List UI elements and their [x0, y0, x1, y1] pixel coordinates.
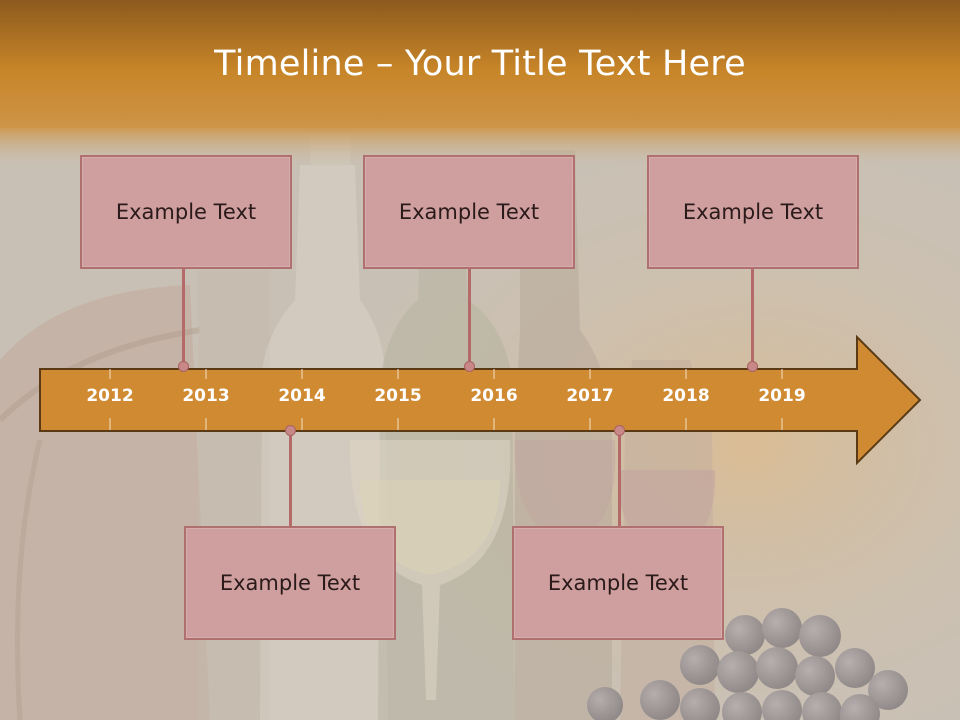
connector-dot: [178, 361, 189, 372]
connector-stem: [618, 430, 621, 528]
year-label: 2016: [470, 386, 518, 406]
event-label: Example Text: [682, 200, 824, 224]
event-box-top-1[interactable]: Example Text: [80, 155, 292, 269]
connector-dot: [614, 425, 625, 436]
event-box-bottom-2[interactable]: Example Text: [512, 526, 724, 640]
year-label: 2017: [566, 386, 614, 406]
connector-dot: [285, 425, 296, 436]
connector-dot: [464, 361, 475, 372]
year-label: 2015: [374, 386, 422, 406]
event-label: Example Text: [398, 200, 540, 224]
event-label: Example Text: [219, 571, 361, 595]
connector-dot: [747, 361, 758, 372]
connector-stem: [182, 268, 185, 366]
event-box-bottom-1[interactable]: Example Text: [184, 526, 396, 640]
year-label: 2014: [278, 386, 326, 406]
year-ticks: [109, 369, 783, 430]
year-label: 2019: [758, 386, 806, 406]
connector-stem: [289, 430, 292, 528]
event-box-top-3[interactable]: Example Text: [647, 155, 859, 269]
year-label: 2013: [182, 386, 230, 406]
slide-title: Timeline – Your Title Text Here: [214, 44, 746, 84]
event-label: Example Text: [115, 200, 257, 224]
event-box-top-2[interactable]: Example Text: [363, 155, 575, 269]
event-label: Example Text: [547, 571, 689, 595]
year-label: 2012: [86, 386, 134, 406]
connector-stem: [751, 268, 754, 366]
connector-stem: [468, 268, 471, 366]
year-label: 2018: [662, 386, 710, 406]
